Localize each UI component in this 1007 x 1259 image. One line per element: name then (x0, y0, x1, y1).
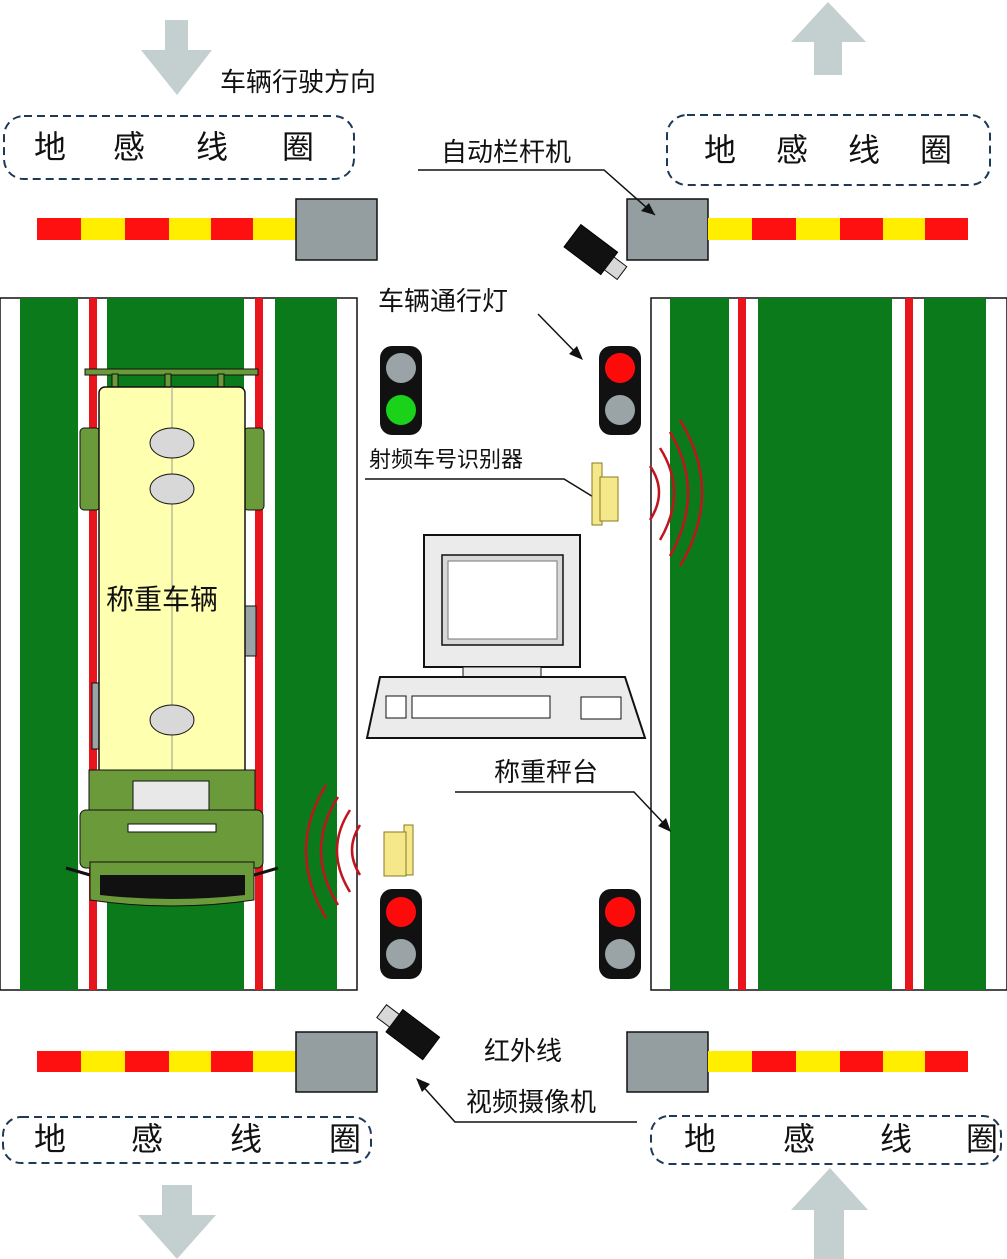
loop-char: 地 (34, 1120, 66, 1158)
tanker-truck (65, 368, 279, 907)
loop-char: 感 (113, 128, 145, 166)
arrow-down-icon (141, 20, 212, 95)
ground-loop-top-right: 地 感 线 圈 (666, 114, 991, 186)
barrier-bottom-left (37, 1031, 378, 1093)
loop-char: 圈 (329, 1120, 361, 1158)
rfid-leader (365, 478, 609, 507)
camera-leader (418, 1081, 637, 1123)
arrow-up-icon (791, 1168, 868, 1259)
loop-char: 线 (880, 1120, 912, 1158)
traffic-light-icon (380, 346, 422, 435)
loop-char: 地 (684, 1120, 716, 1158)
camera-icon (563, 223, 628, 281)
camera-icon (376, 1004, 441, 1061)
traffic-light-icon (380, 889, 422, 979)
arrow-down-icon (138, 1185, 216, 1259)
loop-char: 线 (848, 131, 880, 169)
ground-loop-bottom-right: 地 感 线 圈 (650, 1115, 1002, 1165)
loop-char: 圈 (966, 1120, 998, 1158)
loop-char: 感 (783, 1120, 815, 1158)
rfid-label: 射频车号识别器 (369, 448, 523, 473)
barrier-leader (418, 169, 656, 216)
traffic-light-icon (599, 346, 641, 435)
barrier-label: 自动栏杆机 (441, 138, 571, 168)
vehicle-label: 称重车辆 (106, 583, 218, 616)
barrier-bottom-right (626, 1031, 968, 1093)
loop-char: 地 (704, 131, 736, 169)
platform-label: 称重秤台 (494, 758, 598, 788)
loop-char: 地 (34, 128, 66, 166)
loop-char: 圈 (282, 128, 314, 166)
barrier-top-right (626, 198, 968, 261)
loop-char: 线 (196, 128, 228, 166)
loop-char: 感 (131, 1120, 163, 1158)
signal-wave-icon (648, 419, 704, 567)
traffic-light-icon (599, 889, 641, 979)
loop-char: 圈 (920, 131, 952, 169)
loop-char: 感 (776, 131, 808, 169)
platform-leader (455, 791, 669, 829)
weighing-platform-right (650, 297, 1007, 991)
traffic-light-leader (537, 313, 581, 358)
arrow-up-icon (791, 2, 866, 75)
camera-label-line2: 视频摄像机 (466, 1088, 596, 1118)
computer-icon (365, 534, 647, 739)
rfid-reader-icon (383, 824, 414, 877)
rfid-reader-icon (591, 462, 619, 526)
traffic-light-label: 车辆通行灯 (378, 287, 508, 317)
barrier-top-left (37, 198, 378, 261)
loop-char: 线 (230, 1120, 262, 1158)
camera-label-line1: 红外线 (484, 1037, 562, 1067)
signal-wave-icon (304, 784, 362, 919)
direction-label: 车辆行驶方向 (220, 68, 376, 98)
ground-loop-top-left: 地 感 线 圈 (3, 115, 355, 180)
ground-loop-bottom-left: 地 感 线 圈 (2, 1116, 372, 1164)
